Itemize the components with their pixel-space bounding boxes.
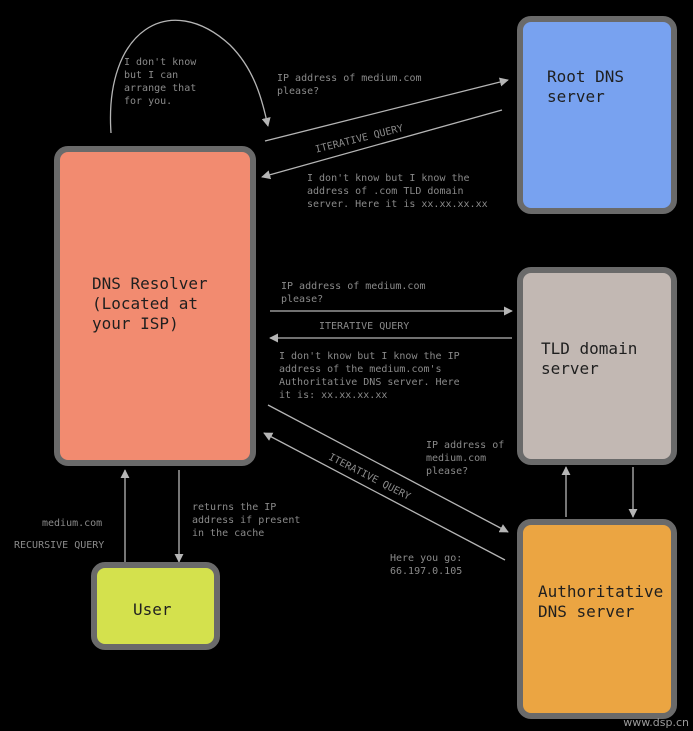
dns-resolver-box: DNS Resolver (Located at your ISP)	[54, 146, 256, 466]
root-request-arrow	[264, 77, 509, 142]
authoritative-dns-server-box: Authoritative DNS server	[517, 519, 677, 719]
watermark: www.dsp.cn	[623, 716, 689, 729]
recursive-query-label: RECURSIVE QUERY	[14, 540, 105, 551]
self-loop-note: I don't know but I can arrange that for …	[124, 57, 197, 107]
auth-response-note: Here you go: 66.197.0.105	[390, 553, 463, 577]
authoritative-dns-server-label: Authoritative DNS server	[538, 582, 664, 621]
cache-return-note: returns the IP address if present in the…	[192, 502, 301, 539]
root-dns-server-label: Root DNS server	[547, 67, 625, 106]
root-request-note: IP address of medium.com please?	[277, 73, 422, 97]
tld-response-note: I don't know but I know the IP address o…	[279, 351, 460, 401]
user-label: User	[133, 600, 172, 619]
auth-request-note: IP address of medium.com please?	[426, 440, 505, 477]
tld-domain-server-box: TLD domain server	[517, 267, 677, 465]
tld-request-note: IP address of medium.com please?	[281, 281, 426, 305]
tld-iterative-label: ITERATIVE QUERY	[319, 321, 410, 332]
root-response-arrow	[261, 109, 503, 180]
auth-response-arrow	[263, 432, 506, 561]
user-box: User	[91, 562, 220, 650]
tld-domain-server-label: TLD domain server	[541, 339, 638, 378]
root-dns-server-box: Root DNS server	[517, 16, 677, 214]
self-loop-arrow	[109, 19, 271, 134]
auth-request-arrow	[267, 404, 509, 533]
root-response-note: I don't know but I know the address of .…	[307, 173, 488, 210]
user-request-note: medium.com	[42, 518, 103, 529]
dns-resolver-label: DNS Resolver (Located at your ISP)	[92, 274, 208, 333]
